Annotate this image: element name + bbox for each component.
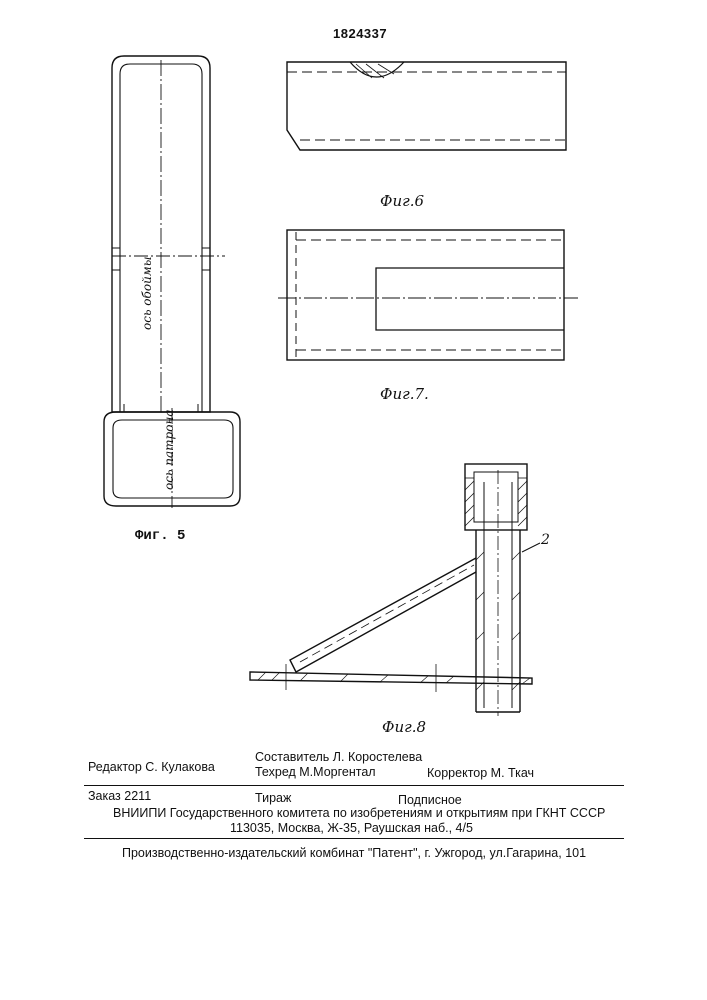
compiler-line: Составитель Л. Коростелева	[255, 750, 422, 764]
subscription-line: Подписное	[398, 793, 462, 807]
techred-line: Техред М.Моргентал	[255, 765, 376, 779]
figure-6-drawing	[287, 62, 566, 150]
order-line: Заказ 2211	[88, 789, 151, 803]
figure-8-drawing	[250, 464, 540, 716]
colophon-rule-bottom	[84, 838, 624, 839]
institute-line: ВНИИПИ Государственного комитета по изоб…	[113, 806, 605, 820]
colophon-rule-top	[84, 785, 624, 786]
circulation-line: Тираж	[255, 791, 291, 805]
figure-5-axis-drum-note: ось обоймы	[140, 256, 154, 330]
figure-5-label: Фиг. 5	[135, 528, 185, 544]
publisher-line: Производственно-издательский комбинат "П…	[122, 846, 586, 860]
address-line: 113035, Москва, Ж-35, Раушская наб., 4/5	[230, 821, 473, 835]
figure-7-drawing	[278, 230, 578, 360]
figure-8-callout-2: 2	[541, 532, 550, 548]
figure-5-axis-cartridge-note: ось патрона	[162, 409, 176, 490]
figure-6-label: Фиг.6	[380, 192, 424, 210]
figure-8-label: Фиг.8	[382, 718, 426, 736]
figure-7-label: Фиг.7.	[380, 385, 429, 403]
editor-line: Редактор С. Кулакова	[88, 760, 215, 774]
corrector-line: Корректор М. Ткач	[427, 766, 534, 780]
